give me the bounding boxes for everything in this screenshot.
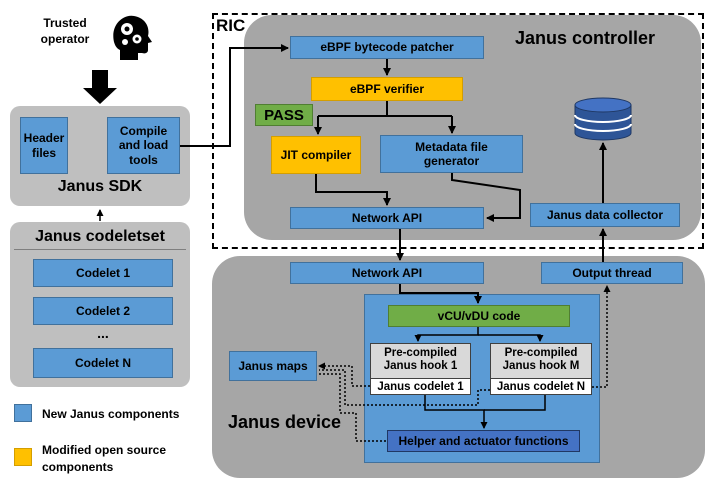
helper-to-maps-dotted: [319, 373, 386, 442]
vcu-to-hook1-arrow: [414, 327, 479, 342]
janus-codelet-n-box: Janus codelet N: [490, 378, 592, 395]
controller-network-api-box: Network API: [290, 207, 484, 229]
vcu-to-hookm-arrow: [478, 334, 544, 342]
metadata-to-netapi-arrow: [451, 173, 521, 222]
codelet1-to-maps-dotted: [318, 362, 370, 387]
ric-boundary: [212, 13, 704, 249]
legend-new-label: New Janus components: [42, 407, 180, 421]
jit-to-netapi-arrow: [315, 174, 391, 206]
database-icon: [573, 97, 633, 141]
head-gears-icon: [108, 12, 152, 60]
codelet-ellipsis: ...: [97, 325, 109, 341]
codelet1-to-helper-arrow: [424, 395, 488, 429]
codelet-1-box: Codelet 1: [33, 259, 173, 287]
ric-title: RIC: [216, 16, 246, 35]
vcu-vdu-code-box: vCU/vDU code: [388, 305, 570, 327]
janus-device-title: Janus device: [228, 412, 342, 432]
trusted-operator-label: Trusted operator: [40, 16, 90, 47]
legend-modified-swatch: [14, 448, 32, 466]
codeletset-divider: [14, 249, 186, 250]
ebpf-verifier-box: eBPF verifier: [311, 77, 463, 101]
janus-data-collector-box: Janus data collector: [530, 203, 680, 227]
janus-codeletset-title: Janus codeletset: [35, 228, 165, 245]
janus-codelet-1-box: Janus codelet 1: [370, 378, 471, 395]
codeletn-to-output-dotted: [592, 285, 611, 388]
legend-modified-label: Modified open source components: [42, 443, 167, 475]
operator-to-sdk-arrow: [83, 70, 117, 104]
pass-badge: PASS: [255, 104, 313, 126]
janus-maps-box: Janus maps: [229, 351, 317, 381]
header-files-box: Header files: [20, 117, 68, 174]
helper-actuator-box: Helper and actuator functions: [387, 430, 580, 452]
ebpf-bytecode-patcher-box: eBPF bytecode patcher: [290, 36, 484, 59]
output-thread-box: Output thread: [541, 262, 683, 284]
codeletn-to-maps-dotted: [319, 369, 490, 406]
codelet-n-box: Codelet N: [33, 348, 173, 378]
janus-controller-title: Janus controller: [515, 28, 656, 48]
hook-1-label: Pre-compiled Janus hook 1: [383, 347, 458, 373]
metadata-generator-box: Metadata file generator: [380, 135, 523, 173]
jit-compiler-box: JIT compiler: [271, 136, 361, 174]
janus-sdk-title: Janus SDK: [57, 178, 143, 195]
netapi-to-vcu-arrow: [399, 284, 482, 304]
codelet-2-box: Codelet 2: [33, 297, 173, 325]
codeletn-to-helper-arrow: [484, 395, 546, 411]
device-network-api-box: Network API: [290, 262, 484, 284]
hook-m-label: Pre-compiled Janus hook M: [502, 347, 580, 373]
compile-load-tools-box: Compile and load tools: [107, 117, 180, 174]
sdk-to-patcher-arrow: [180, 44, 289, 147]
legend-new-swatch: [14, 404, 32, 422]
